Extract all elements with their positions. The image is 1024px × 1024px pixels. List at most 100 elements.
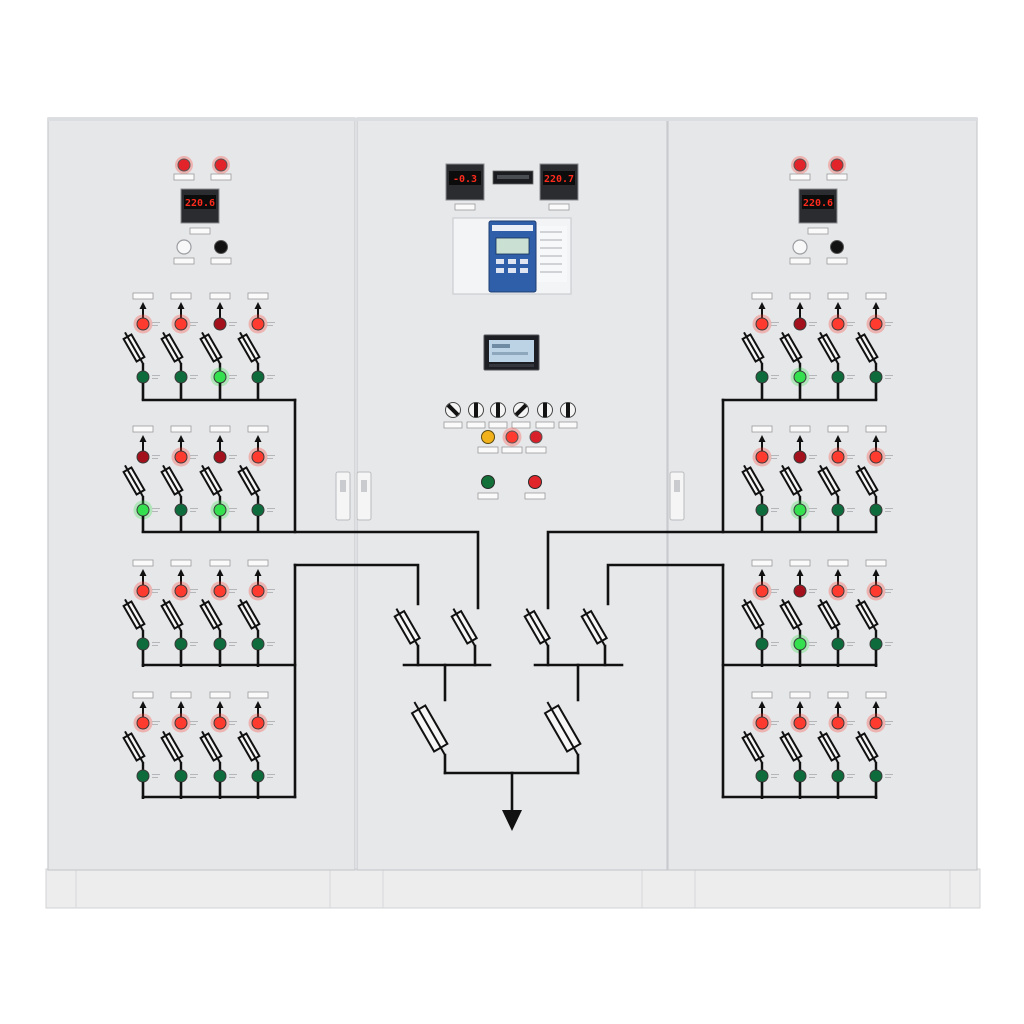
indicator-lamp-bottom <box>755 370 769 384</box>
incomer-fuse-icon-2-element <box>452 608 476 647</box>
rotary-switch-knob-icon[interactable] <box>514 403 528 417</box>
fuse-switch-icon <box>122 464 146 498</box>
feeder-left-r2-c1 <box>122 425 160 533</box>
indicator-lamp-bottom <box>831 637 845 651</box>
outgoing-arrow-icon <box>139 569 147 576</box>
indicator-lamp-bottom <box>755 503 769 517</box>
door-handle-left[interactable] <box>335 471 351 521</box>
feeder-label-tag <box>170 691 192 699</box>
indicator-lamp-top <box>174 317 188 331</box>
push-button-black[interactable] <box>214 240 228 254</box>
ammeter-reading: -0.3 <box>453 174 477 185</box>
rotary-switch-knob-icon[interactable] <box>474 403 478 417</box>
push-button-red[interactable] <box>528 475 542 489</box>
feeder-left-r2-c3 <box>199 425 237 533</box>
controller-screen-bar <box>492 344 510 348</box>
feeder-right-r2-c1 <box>741 425 779 533</box>
center-fuse-group <box>393 608 609 756</box>
label-tag <box>524 492 546 500</box>
relay-key[interactable] <box>496 268 504 273</box>
plinth <box>45 868 981 909</box>
label-tag <box>807 227 829 235</box>
door-handle-right[interactable] <box>669 471 685 521</box>
push-button-black[interactable] <box>830 240 844 254</box>
door-handle-body[interactable] <box>335 471 351 521</box>
door-handle-body[interactable] <box>669 471 685 521</box>
fuse-switch-icon <box>122 730 146 764</box>
indicator-lamp-red <box>793 158 807 172</box>
incomer-fuse-icon-2 <box>450 608 479 647</box>
indicator-lamp-bottom <box>174 503 188 517</box>
indicator-lamp-top <box>136 584 150 598</box>
rotary-switch[interactable] <box>511 402 531 429</box>
relay-key[interactable] <box>508 268 516 273</box>
rotary-switch[interactable] <box>535 402 555 429</box>
push-button-white[interactable] <box>176 239 192 255</box>
label-tag <box>535 421 555 429</box>
plinth-base <box>45 868 981 909</box>
fuse-switch-icon-element <box>201 598 221 632</box>
indicator-lamp-bottom <box>793 769 807 783</box>
fuse-switch-icon <box>237 331 261 365</box>
rotary-switch[interactable] <box>443 402 463 429</box>
fuse-switch-icon-element <box>124 331 144 365</box>
feeder-right-r1-c3 <box>817 292 855 400</box>
indicator-lamp-bottom <box>213 637 227 651</box>
fuse-switch-icon <box>199 464 223 498</box>
fuse-switch-icon <box>779 331 803 365</box>
feeder-right-r3-c2 <box>779 559 817 667</box>
indicator-lamp-bottom <box>136 637 150 651</box>
relay-key[interactable] <box>496 259 504 264</box>
rotary-switch[interactable] <box>466 402 486 429</box>
indicator-lamp-bottom <box>831 769 845 783</box>
feeder-label-tag <box>751 292 773 300</box>
door-lock-icon <box>361 480 367 492</box>
indicator-lamp-bottom <box>251 370 265 384</box>
fuse-switch-icon-element <box>124 598 144 632</box>
fuse-switch-icon-element <box>239 331 259 365</box>
relay-key[interactable] <box>508 259 516 264</box>
rotary-switch[interactable] <box>558 402 578 429</box>
rotary-switch[interactable] <box>488 402 508 429</box>
outgoing-arrow-icon <box>872 302 880 309</box>
outgoing-arrow-icon <box>796 435 804 442</box>
rotary-switch-knob-icon[interactable] <box>543 403 547 417</box>
fuse-switch-icon <box>160 464 184 498</box>
feeder-label-tag <box>789 559 811 567</box>
outgoing-arrow-icon <box>872 435 880 442</box>
outgoing-arrow-icon <box>177 302 185 309</box>
protection-relay <box>488 220 537 293</box>
fuse-switch-icon-element <box>239 598 259 632</box>
indicator-lamp-red <box>529 430 543 444</box>
controller-screen[interactable] <box>489 340 534 362</box>
door-handle-center[interactable] <box>356 471 372 521</box>
fuse-switch-icon <box>237 730 261 764</box>
indicator-lamp-bottom <box>251 769 265 783</box>
relay-key[interactable] <box>520 268 528 273</box>
outgoing-arrow-icon <box>216 302 224 309</box>
indicator-lamp-bottom <box>213 503 227 517</box>
feeder-label-tag <box>865 292 887 300</box>
fuse-switch-icon-element <box>743 598 763 632</box>
controller-keypad[interactable] <box>489 364 534 367</box>
feeder-label-tag <box>865 559 887 567</box>
rotary-switch-knob-icon[interactable] <box>446 403 460 417</box>
rotary-switch-knob-icon[interactable] <box>496 403 500 417</box>
label-tag <box>511 421 531 429</box>
relay-key[interactable] <box>520 259 528 264</box>
door-handle-body[interactable] <box>356 471 372 521</box>
indicator-lamp-top <box>831 450 845 464</box>
fuse-switch-icon-element <box>162 464 182 498</box>
relay-display[interactable] <box>495 237 530 255</box>
push-button-green[interactable] <box>481 475 495 489</box>
fuse-switch-icon <box>122 598 146 632</box>
fuse-switch-icon-element <box>124 464 144 498</box>
label-tag <box>826 257 848 265</box>
rotary-switch-knob-icon[interactable] <box>566 403 570 417</box>
feeder-left-r4-c3 <box>199 691 237 799</box>
indicator-lamp-top <box>213 716 227 730</box>
push-button-white[interactable] <box>792 239 808 255</box>
indicator-lamp-bottom <box>755 769 769 783</box>
indicator-lamp-bottom <box>755 637 769 651</box>
feeder-right-r1-c1 <box>741 292 779 400</box>
